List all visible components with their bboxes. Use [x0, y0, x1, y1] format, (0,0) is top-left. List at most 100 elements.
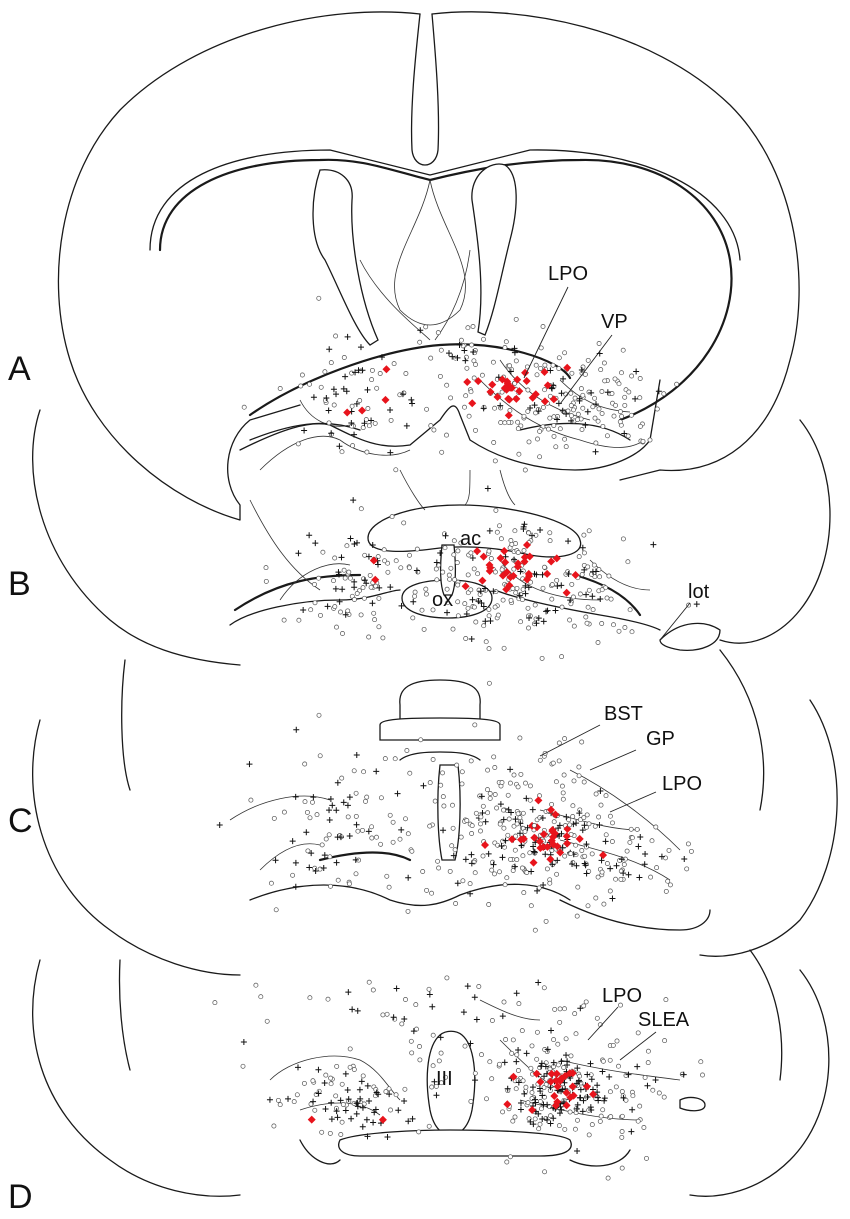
- cross-marker: [543, 608, 549, 614]
- open-circle-marker: [558, 427, 562, 431]
- open-circle-marker: [424, 325, 428, 329]
- open-circle-marker: [699, 1060, 703, 1064]
- open-circle-marker: [324, 398, 328, 402]
- open-circle-marker: [439, 1051, 443, 1055]
- open-circle-marker: [533, 928, 537, 932]
- open-circle-marker: [582, 551, 586, 555]
- open-circle-marker: [522, 548, 526, 552]
- open-circle-marker: [569, 403, 573, 407]
- open-circle-marker: [630, 836, 634, 840]
- red-marker: [382, 365, 390, 373]
- red-marker: [358, 406, 366, 414]
- cross-marker: [335, 1114, 341, 1120]
- open-circle-marker: [329, 361, 333, 365]
- open-circle-marker: [535, 1030, 539, 1034]
- cross-marker: [563, 1052, 569, 1058]
- open-circle-marker: [584, 1000, 588, 1004]
- cross-marker: [602, 1095, 608, 1101]
- open-circle-marker: [638, 1104, 642, 1108]
- open-circle-marker: [577, 765, 581, 769]
- red-marker: [505, 411, 513, 419]
- open-circle-marker: [608, 1058, 612, 1062]
- open-circle-marker: [340, 1082, 344, 1086]
- open-circle-marker: [552, 820, 556, 824]
- open-circle-marker: [601, 1059, 605, 1063]
- open-circle-marker: [499, 420, 503, 424]
- open-circle-marker: [546, 427, 550, 431]
- open-circle-marker: [451, 627, 455, 631]
- open-circle-marker: [604, 794, 608, 798]
- open-circle-marker: [392, 362, 396, 366]
- cross-marker: [635, 843, 641, 849]
- open-circle-marker: [561, 791, 565, 795]
- open-circle-marker: [575, 418, 579, 422]
- open-circle-marker: [541, 405, 545, 409]
- open-circle-marker: [532, 622, 536, 626]
- open-circle-marker: [493, 459, 497, 463]
- open-circle-marker: [358, 398, 362, 402]
- open-circle-marker: [406, 909, 410, 913]
- cross-marker: [303, 829, 309, 835]
- open-circle-marker: [348, 1065, 352, 1069]
- open-circle-marker: [571, 595, 575, 599]
- open-circle-marker: [348, 576, 352, 580]
- open-circle-marker: [501, 808, 505, 812]
- cross-marker: [468, 852, 474, 858]
- cross-marker: [465, 983, 471, 989]
- open-circle-marker: [638, 396, 642, 400]
- cross-marker: [547, 368, 553, 374]
- open-circle-marker: [638, 376, 642, 380]
- cross-marker: [530, 807, 536, 813]
- open-circle-marker: [318, 754, 322, 758]
- cross-marker: [589, 1076, 595, 1082]
- cross-marker: [408, 397, 414, 403]
- open-circle-marker: [594, 441, 598, 445]
- cross-marker: [293, 860, 299, 866]
- open-circle-marker: [370, 825, 374, 829]
- cross-marker: [628, 1129, 634, 1135]
- cross-marker: [335, 780, 341, 786]
- open-circle-marker: [410, 849, 414, 853]
- open-circle-marker: [417, 1044, 421, 1048]
- open-circle-marker: [478, 592, 482, 596]
- open-circle-marker: [527, 531, 531, 535]
- open-circle-marker: [548, 539, 552, 543]
- open-circle-marker: [490, 1018, 494, 1022]
- open-circle-marker: [437, 866, 441, 870]
- open-circle-marker: [430, 891, 434, 895]
- open-circle-marker: [496, 843, 500, 847]
- open-circle-marker: [610, 821, 614, 825]
- open-circle-marker: [510, 1051, 514, 1055]
- open-circle-marker: [492, 872, 496, 876]
- open-circle-marker: [334, 1094, 338, 1098]
- open-circle-marker: [213, 1001, 217, 1005]
- cross-marker: [574, 1148, 580, 1154]
- open-circle-marker: [506, 793, 510, 797]
- open-circle-marker: [563, 854, 567, 858]
- open-circle-marker: [367, 424, 371, 428]
- open-circle-marker: [486, 811, 490, 815]
- open-circle-marker: [487, 681, 491, 685]
- cross-marker: [461, 348, 467, 354]
- open-circle-marker: [602, 361, 606, 365]
- open-circle-marker: [328, 855, 332, 859]
- open-circle-marker: [334, 334, 338, 338]
- open-circle-marker: [563, 1127, 567, 1131]
- red-marker: [563, 589, 571, 597]
- open-circle-marker: [484, 640, 488, 644]
- open-circle-marker: [506, 833, 510, 837]
- open-circle-marker: [497, 870, 501, 874]
- open-circle-marker: [629, 827, 633, 831]
- open-circle-marker: [427, 1124, 431, 1128]
- red-marker: [576, 835, 584, 843]
- open-circle-marker: [620, 1089, 624, 1093]
- open-circle-marker: [249, 798, 253, 802]
- open-circle-marker: [459, 835, 463, 839]
- cross-marker: [395, 791, 401, 797]
- cross-marker: [584, 1072, 590, 1078]
- open-circle-marker: [556, 1042, 560, 1046]
- open-circle-marker: [460, 782, 464, 786]
- open-circle-marker: [331, 579, 335, 583]
- open-circle-marker: [599, 1114, 603, 1118]
- open-circle-marker: [445, 976, 449, 980]
